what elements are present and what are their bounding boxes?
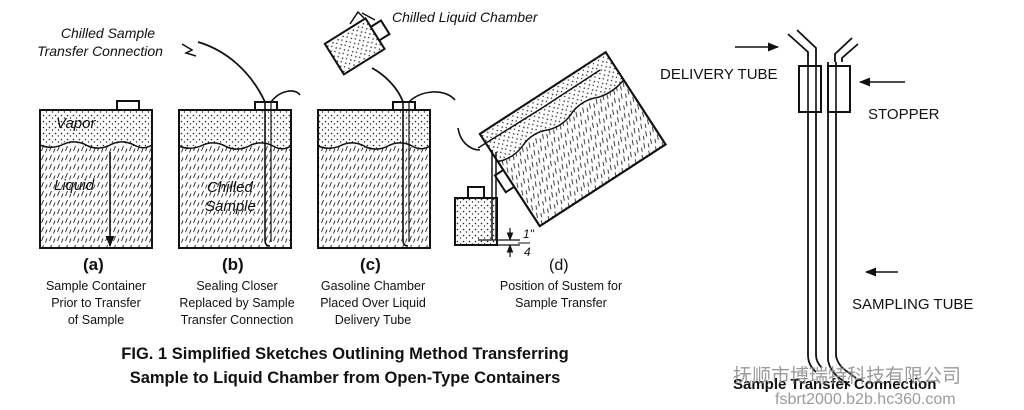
detail-title: Sample Transfer Connection <box>733 376 936 393</box>
dimension-numerator: 1" <box>523 227 535 241</box>
panel-c-letter: (c) <box>360 255 381 274</box>
panel-b-caption-3: Transfer Connection <box>181 313 294 327</box>
watermark-company: 抚顺市博瑞特科技有限公司 <box>733 365 961 387</box>
panel-b-caption-2: Replaced by Sample <box>179 296 294 310</box>
delivery-tube-label: DELIVERY TUBE <box>660 66 778 83</box>
panel-a-caption-2: Prior to Transfer <box>51 296 141 310</box>
panel-a-letter: (a) <box>83 255 104 274</box>
panel-b-caption-1: Sealing Closer <box>196 279 277 293</box>
transfer-connection-callout-2: Transfer Connection <box>37 43 163 59</box>
chilled-sample-label-2: Sample <box>205 198 256 215</box>
panel-c-caption-1: Gasoline Chamber <box>321 279 425 293</box>
figure-caption-line-1: FIG. 1 Simplified Sketches Outlining Met… <box>121 345 568 363</box>
transfer-connection-callout-1: Chilled Sample <box>61 25 155 41</box>
panel-a-container <box>39 100 153 249</box>
transfer-connection-detail <box>735 29 905 387</box>
panel-d-caption-1: Position of Sustem for <box>500 279 622 293</box>
panel-b-container <box>178 41 301 249</box>
panel-d-assembly <box>454 50 667 257</box>
chilled-liquid-chamber-callout: Chilled Liquid Chamber <box>392 9 539 25</box>
panel-c-caption-2: Placed Over Liquid <box>320 296 426 310</box>
dimension-denominator: 4 <box>524 245 531 259</box>
panel-a-caption-3: of Sample <box>68 313 124 327</box>
figure-caption-line-2: Sample to Liquid Chamber from Open-Type … <box>130 369 561 387</box>
panel-a-caption-1: Sample Container <box>46 279 146 293</box>
watermark-url: fsbrt2000.b2b.hc360.com <box>775 391 956 408</box>
chilled-sample-label-1: Chilled <box>207 179 254 196</box>
liquid-label: Liquid <box>54 177 95 194</box>
vapor-label: Vapor <box>56 115 96 132</box>
panel-c-caption-3: Delivery Tube <box>335 313 411 327</box>
panel-d-caption-2: Sample Transfer <box>515 296 607 310</box>
stopper-label: STOPPER <box>868 106 940 123</box>
panel-c-container <box>317 10 456 249</box>
sampling-tube-label: SAMPLING TUBE <box>852 296 973 313</box>
panel-b-letter: (b) <box>222 255 244 274</box>
panel-d-letter: (d) <box>549 257 569 274</box>
